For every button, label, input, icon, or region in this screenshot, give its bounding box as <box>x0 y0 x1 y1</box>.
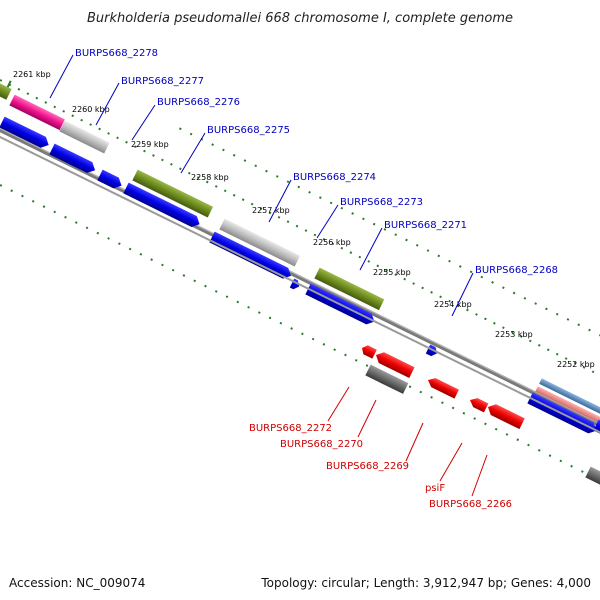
cog-track-reverse <box>365 364 600 487</box>
kbp-label: 2253 kbp <box>495 330 533 339</box>
cog-steel-block <box>539 378 600 416</box>
gene-label-reverse[interactable]: psiF <box>425 483 445 494</box>
gene-label-forward[interactable]: BURPS668_2278 <box>75 48 158 59</box>
cog-gray-block <box>59 120 110 154</box>
cds-arrow-reverse[interactable] <box>426 376 459 399</box>
kbp-label: 2261 kbp <box>13 70 51 79</box>
cds-arrow-forward[interactable] <box>289 278 302 292</box>
gene-label-forward[interactable]: BURPS668_2275 <box>207 125 290 136</box>
forward-gene-labels: BURPS668_2278 BURPS668_2277 BURPS668_227… <box>49 48 558 317</box>
cds-arrow-reverse[interactable] <box>360 344 377 359</box>
cog-salmon-block <box>535 386 600 424</box>
accession-text: Accession: NC_009074 <box>9 576 145 590</box>
cds-arrow-forward[interactable] <box>123 182 202 230</box>
cog-darkgray-block <box>585 466 600 487</box>
gene-label-reverse[interactable]: BURPS668_2270 <box>280 439 363 450</box>
cog-darkgray-block <box>365 364 409 394</box>
gene-label-reverse[interactable]: BURPS668_2266 <box>429 499 512 510</box>
outer-tick-row <box>179 127 600 359</box>
reverse-gene-labels: BURPS668_2272 BURPS668_2270 BURPS668_226… <box>249 386 512 510</box>
gene-label-reverse[interactable]: BURPS668_2272 <box>249 423 332 434</box>
gene-label-forward[interactable]: BURPS668_2268 <box>475 265 558 276</box>
cds-arrow-forward[interactable] <box>49 143 97 176</box>
gene-label-reverse[interactable]: BURPS668_2269 <box>326 461 409 472</box>
cog-olive-block <box>132 169 214 218</box>
kbp-label: 2252 kbp <box>557 360 595 369</box>
map-title: Burkholderia pseudomallei 668 chromosome… <box>87 11 513 26</box>
inner-backbone <box>0 131 600 452</box>
gene-label-forward[interactable]: BURPS668_2277 <box>121 76 204 87</box>
kbp-label: 2256 kbp <box>313 238 351 247</box>
upper-tick-row <box>0 79 600 399</box>
cds-reverse-track <box>360 344 525 430</box>
kbp-label: 2259 kbp <box>131 140 169 149</box>
cds-arrow-reverse[interactable] <box>373 350 415 379</box>
kbp-label: 2257 kbp <box>252 206 290 215</box>
cog-pink-block <box>9 94 65 131</box>
cds-arrow-reverse[interactable] <box>468 396 489 413</box>
cog-gray-block <box>219 218 301 267</box>
gene-label-forward[interactable]: BURPS668_2273 <box>340 197 423 208</box>
kbp-label: 2254 kbp <box>434 300 472 309</box>
cds-arrow-forward[interactable] <box>0 116 51 151</box>
cog-track-forward <box>0 78 600 424</box>
kbp-label: 2260 kbp <box>72 105 110 114</box>
genome-track <box>0 78 600 504</box>
kbp-labels: 2261 kbp 2260 kbp 2259 kbp 2258 kbp 2257… <box>13 70 595 369</box>
cds-arrow-forward[interactable] <box>97 169 124 191</box>
gene-label-forward[interactable]: BURPS668_2271 <box>384 220 467 231</box>
gene-label-forward[interactable]: BURPS668_2276 <box>157 97 240 108</box>
gene-label-forward[interactable]: BURPS668_2274 <box>293 172 376 183</box>
kbp-label: 2255 kbp <box>373 268 411 277</box>
lower-tick-row <box>0 184 600 504</box>
cog-olive-block <box>314 267 385 311</box>
cds-arrow-forward[interactable] <box>209 231 293 282</box>
kbp-label: 2258 kbp <box>191 173 229 182</box>
topology-text: Topology: circular; Length: 3,912,947 bp… <box>260 576 591 590</box>
cds-arrow-reverse[interactable] <box>485 402 525 430</box>
cog-olive-block <box>0 78 12 100</box>
